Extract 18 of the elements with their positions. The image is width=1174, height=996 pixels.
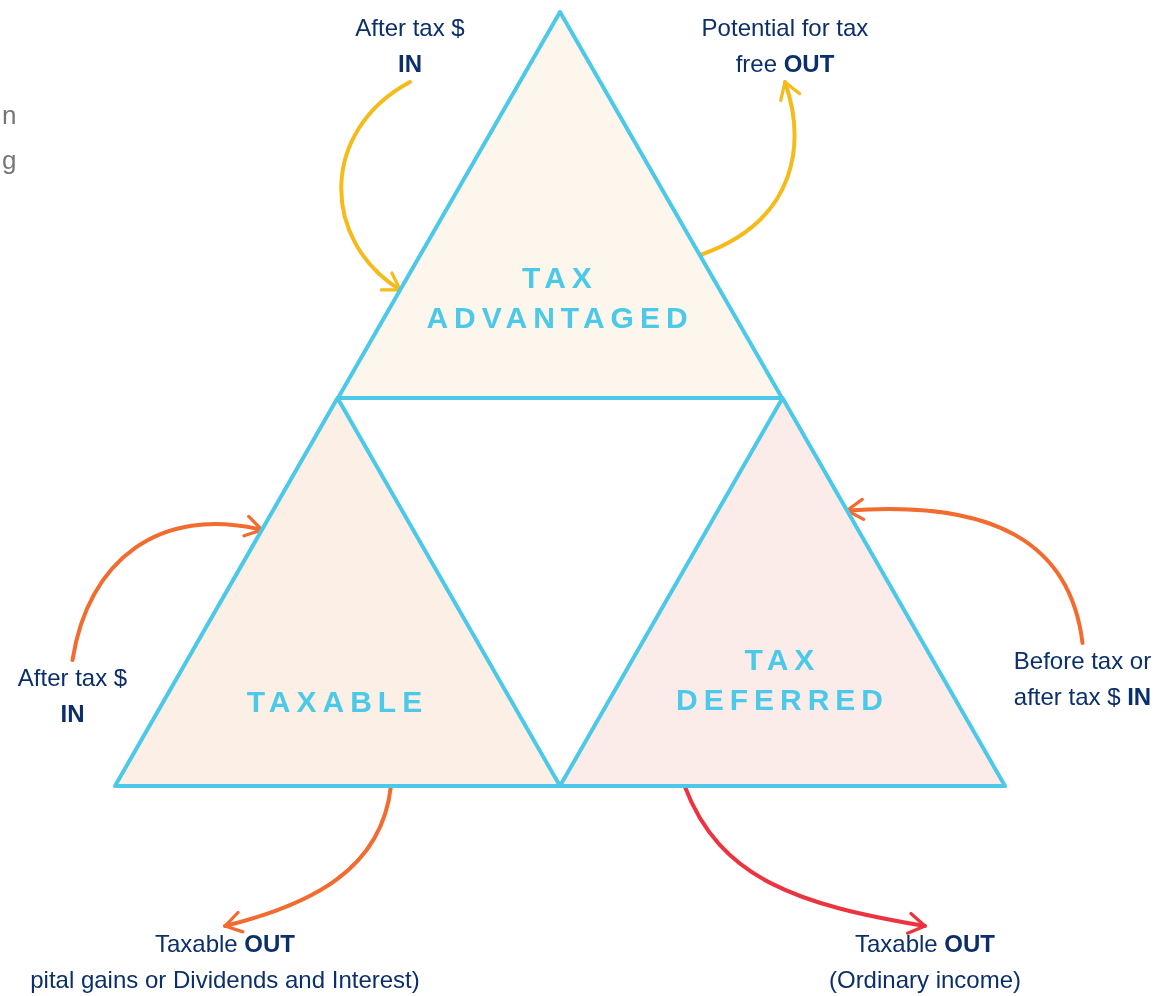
flow-text: Taxable OUT	[153, 929, 297, 959]
triangle-segment	[560, 398, 1005, 786]
text-fragment: n	[2, 100, 17, 131]
triangle-segment	[115, 398, 560, 786]
flow-text: After tax $ IN	[354, 13, 466, 79]
flow-text: pital gains or Dividends and Interest)	[29, 965, 421, 995]
segment-label: TAX ADVANTAGED	[425, 260, 695, 336]
curved-arrow	[339, 80, 412, 292]
flow-text: Before tax or after tax $ IN	[1012, 646, 1153, 712]
curved-arrow	[70, 515, 264, 662]
segment-label: TAXABLE	[245, 684, 430, 720]
curved-arrow	[845, 498, 1085, 645]
text-fragment: g	[2, 145, 17, 176]
flow-text: (Ordinary income)	[827, 965, 1022, 995]
flow-text: Potential for tax free OUT	[700, 13, 870, 79]
segment-label: TAX DEFERRED	[675, 642, 890, 718]
flow-text: Taxable OUT	[853, 929, 997, 959]
flow-text: After tax $ IN	[16, 663, 129, 729]
